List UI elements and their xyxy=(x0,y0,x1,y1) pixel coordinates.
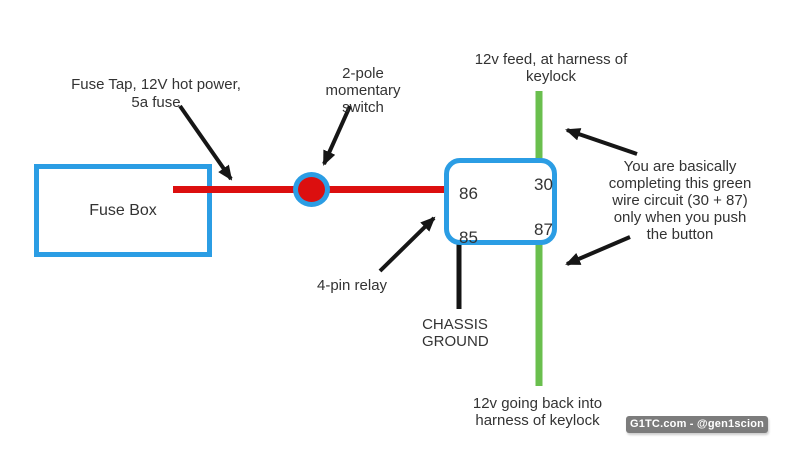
relay-pin-85: 85 xyxy=(459,228,478,247)
switch-label-line1: 2-pole momentary xyxy=(325,65,401,99)
chassis-label-line1: CHASSIS xyxy=(422,316,488,333)
note-line1: You are basically xyxy=(623,158,737,175)
relay-arrow xyxy=(378,216,436,273)
chassis-ground-label: CHASSIS GROUND xyxy=(422,316,489,350)
note-arrow-top xyxy=(565,128,638,156)
back-label-line1: 12v going back into xyxy=(472,395,603,412)
back-label-line2: harness of keylock xyxy=(475,412,600,429)
relay-pin-87: 87 xyxy=(534,220,553,239)
fuse-tap-label-line2: 5a fuse xyxy=(131,94,181,111)
fuse-box: Fuse Box xyxy=(34,164,212,257)
relay-label: 4-pin relay xyxy=(317,277,388,294)
relay-pin-86: 86 xyxy=(459,184,478,203)
feed-label-line1: 12v feed, at harness of xyxy=(474,51,628,68)
watermark-badge: G1TC.com - @gen1scion xyxy=(626,416,768,433)
fuse-tap-arrow xyxy=(178,104,233,181)
note-line3: wire circuit (30 + 87) xyxy=(612,192,748,209)
feed-label-line2: keylock xyxy=(525,68,577,85)
back-to-harness-label: 12v going back into harness of keylock xyxy=(470,395,605,429)
note-line2: completing this green xyxy=(608,175,752,192)
note-line5: the button xyxy=(646,226,714,243)
note-arrow-bottom xyxy=(565,235,631,266)
fuse-tap-label: Fuse Tap, 12V hot power, 5a fuse xyxy=(66,76,246,112)
momentary-switch-symbol xyxy=(293,172,330,207)
switch-arrow xyxy=(322,105,352,166)
note-label: You are basically completing this green … xyxy=(596,158,764,243)
relay-pin-30: 30 xyxy=(534,175,553,194)
switch-label-line2: switch xyxy=(342,99,384,116)
feed-label: 12v feed, at harness of keylock xyxy=(462,51,640,85)
chassis-label-line2: GROUND xyxy=(422,333,489,350)
fuse-tap-label-line1: Fuse Tap, 12V hot power, xyxy=(71,76,241,93)
fuse-box-label: Fuse Box xyxy=(89,201,157,219)
relay-box: 86 30 85 87 xyxy=(444,158,557,247)
note-line4: only when you push xyxy=(613,209,747,226)
switch-label: 2-pole momentary switch xyxy=(303,65,423,116)
